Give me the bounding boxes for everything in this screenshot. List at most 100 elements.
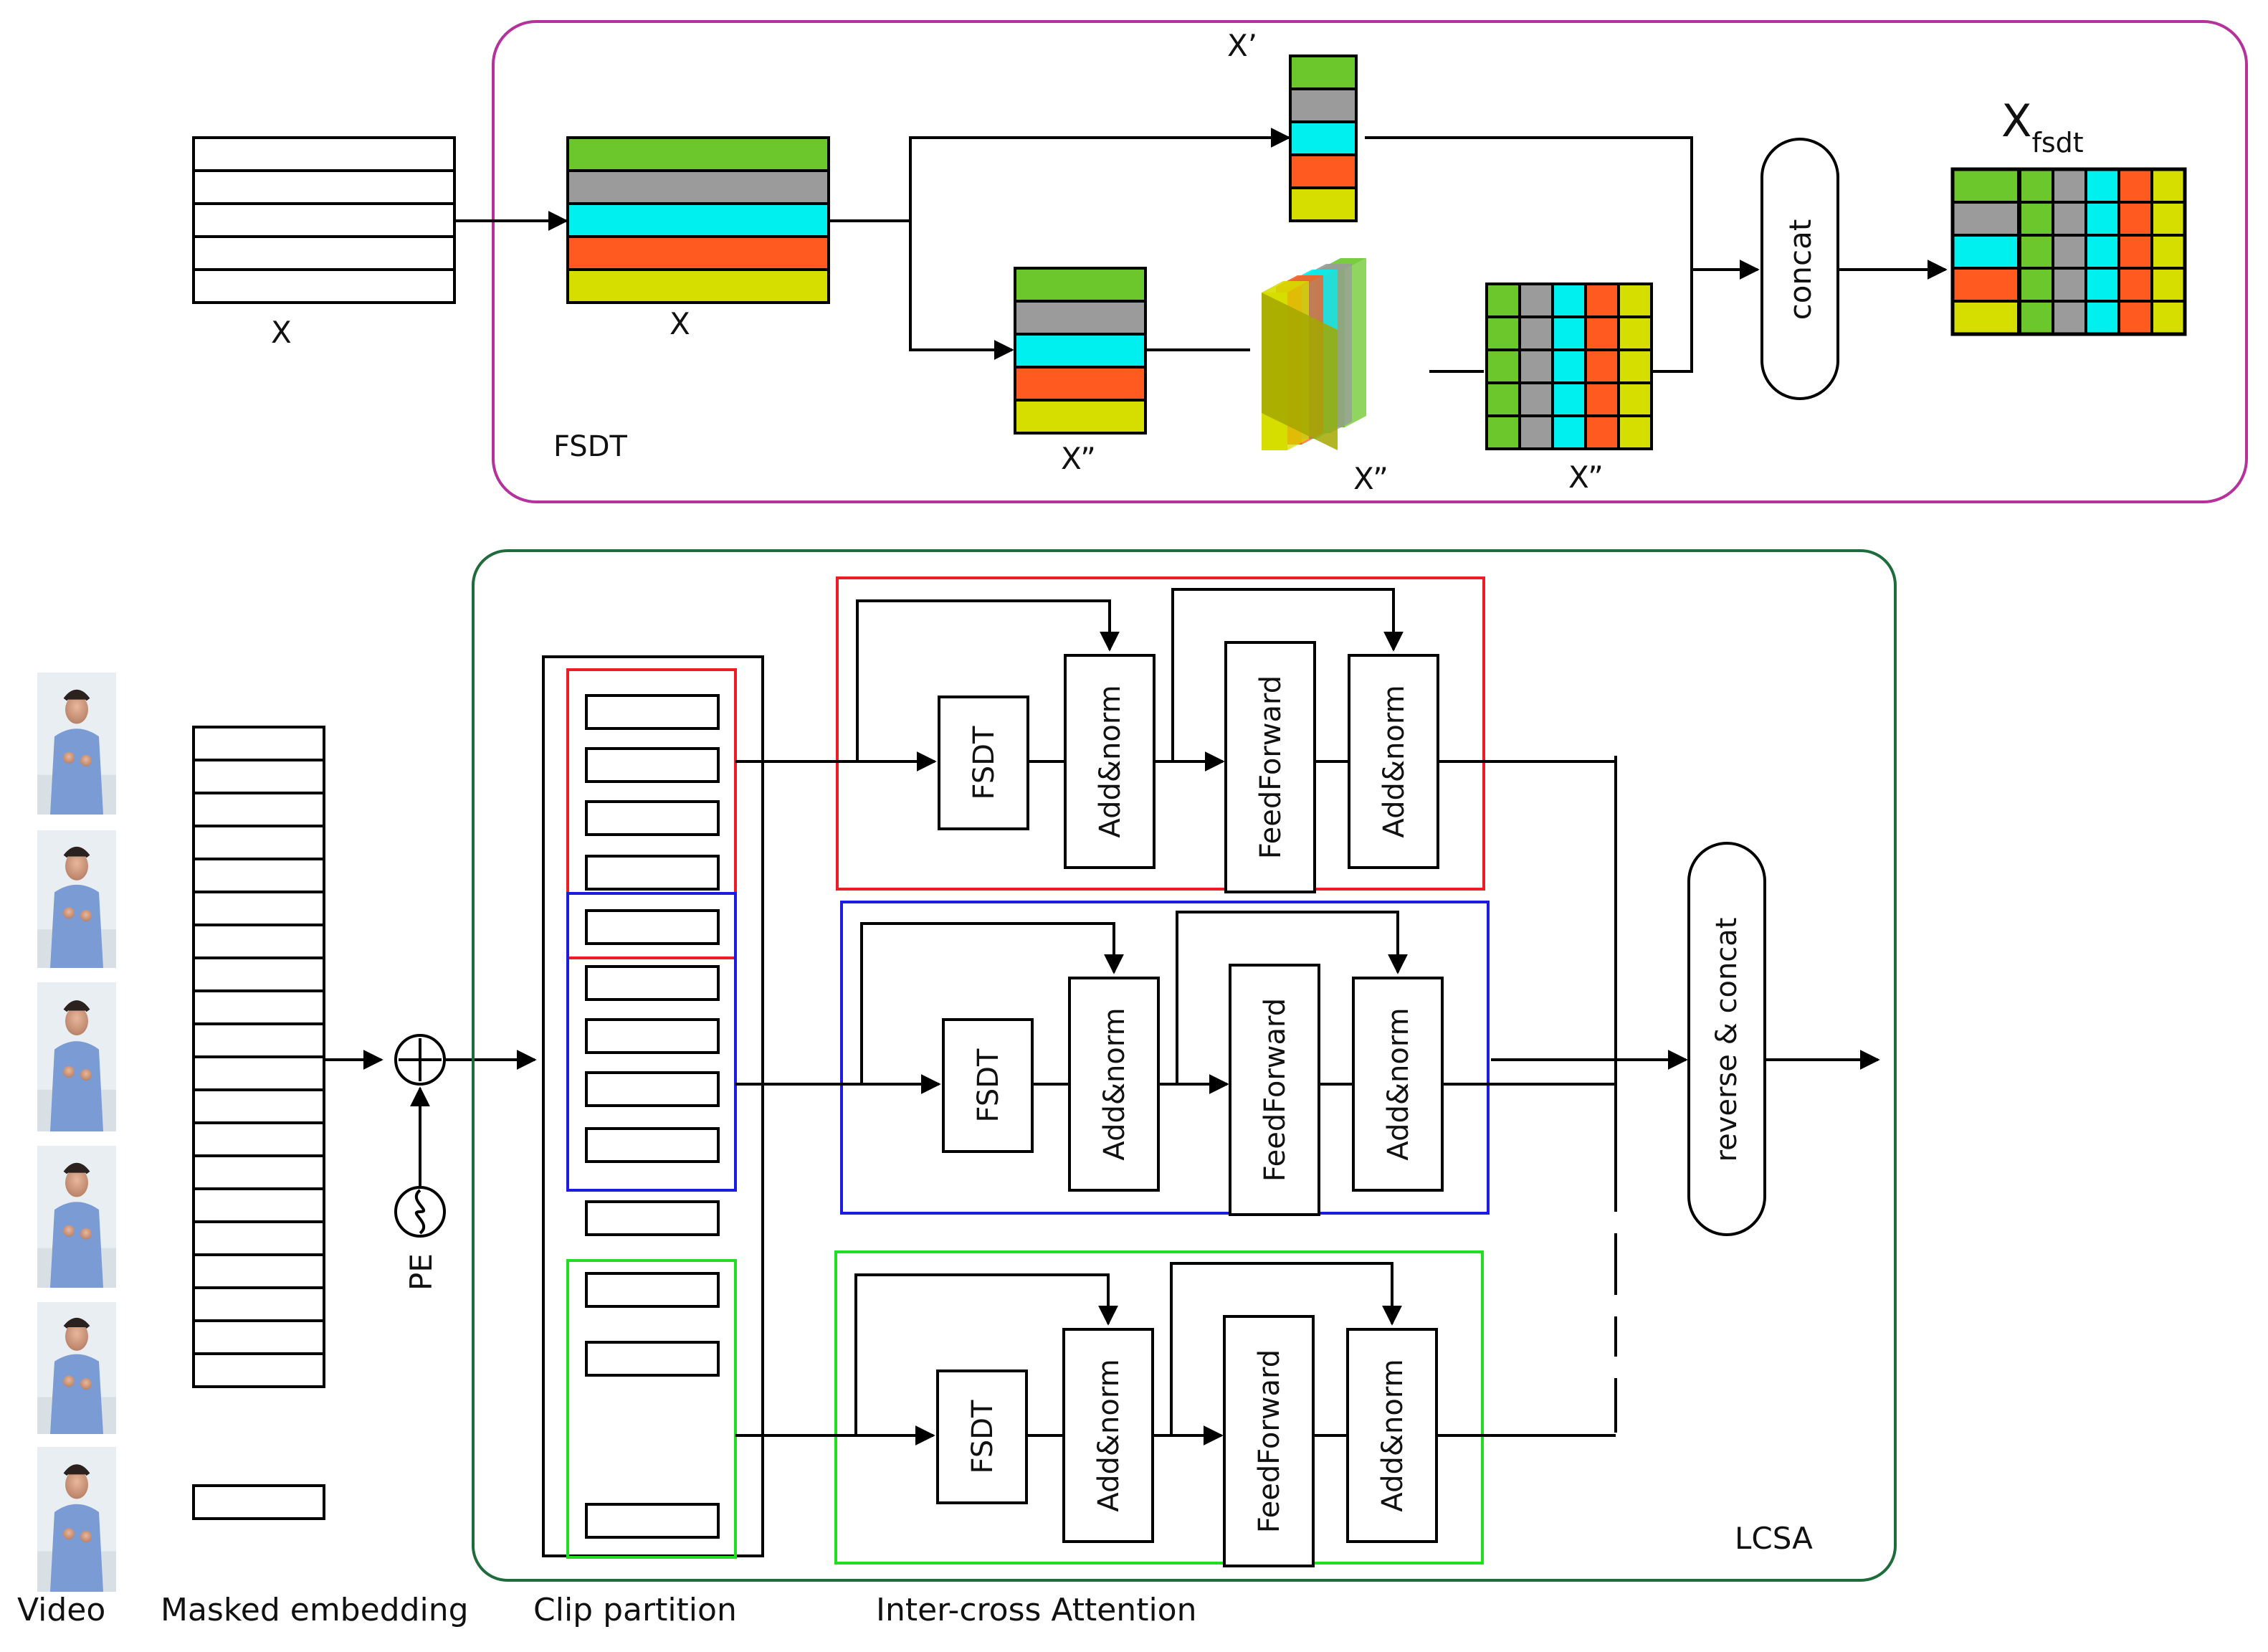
grid-cell bbox=[1518, 381, 1554, 417]
grid-cell bbox=[1617, 348, 1653, 384]
video-frame bbox=[37, 1146, 116, 1288]
frame-hand bbox=[63, 1225, 75, 1237]
fsdt-block bbox=[938, 696, 1029, 830]
frame-hand bbox=[63, 1528, 75, 1540]
clip-token bbox=[585, 1200, 720, 1236]
frame-hand bbox=[63, 1375, 75, 1387]
masked-embedding-label: Masked embedding bbox=[161, 1592, 469, 1628]
frame-hand bbox=[80, 1068, 92, 1081]
x-fsdt-cell bbox=[2117, 234, 2153, 270]
fsdt-label: FSDT bbox=[966, 1400, 999, 1473]
add-norm-2-label: Add&norm bbox=[1376, 1359, 1409, 1511]
grid-cell bbox=[1584, 414, 1620, 450]
clip-partition-label: Clip partition bbox=[533, 1592, 737, 1628]
x-dprime-grid-label: X” bbox=[1568, 460, 1604, 495]
clip-token bbox=[585, 800, 720, 836]
input-x-row bbox=[192, 268, 456, 304]
line-grid-to-concat bbox=[1652, 270, 1693, 373]
frame-body bbox=[50, 1202, 103, 1288]
input-x-row bbox=[192, 136, 456, 172]
frame-head bbox=[65, 1470, 88, 1499]
branch-box-blue bbox=[840, 901, 1490, 1215]
embedding-row bbox=[192, 726, 325, 761]
grid-cell bbox=[1551, 414, 1587, 450]
x-dprime-grid bbox=[1485, 283, 1653, 450]
split-x-band bbox=[566, 268, 830, 304]
grid-cell bbox=[1518, 315, 1554, 351]
pe-label: PE bbox=[404, 1253, 439, 1291]
frame-hair bbox=[63, 1317, 90, 1329]
feedforward-block bbox=[1229, 964, 1320, 1216]
embedding-row bbox=[192, 1154, 325, 1190]
branch-box-red bbox=[836, 576, 1485, 891]
frame-hand bbox=[80, 1378, 92, 1390]
frame-hair bbox=[63, 846, 90, 858]
x-fsdt-cell bbox=[2019, 234, 2054, 270]
x-fsdt-row bbox=[1951, 168, 2020, 204]
embedding-row bbox=[192, 1352, 325, 1388]
frame-head bbox=[65, 1168, 88, 1197]
reverse-concat-label: reverse & concat bbox=[1710, 918, 1743, 1162]
add-norm-2-block bbox=[1352, 977, 1444, 1192]
x-fsdt-cell bbox=[2052, 201, 2087, 237]
embedding-row bbox=[192, 1055, 325, 1091]
masked-embedding-stack bbox=[192, 726, 325, 1520]
fsdt-block bbox=[936, 1369, 1028, 1504]
grid-cell bbox=[1551, 283, 1587, 318]
frame-hair bbox=[63, 1000, 90, 1012]
grid-cell bbox=[1584, 315, 1620, 351]
x-fsdt-row bbox=[1951, 300, 2020, 336]
clip-token bbox=[585, 747, 720, 783]
grid-cell bbox=[1551, 315, 1587, 351]
grid-cell bbox=[1485, 315, 1521, 351]
input-x-row bbox=[192, 169, 456, 205]
clip-group-red bbox=[566, 668, 737, 959]
grid-cell bbox=[1485, 414, 1521, 450]
add-norm-2-block bbox=[1346, 1328, 1438, 1543]
clip-token bbox=[585, 855, 720, 891]
frame-hand bbox=[63, 1065, 75, 1078]
embedding-row bbox=[192, 924, 325, 959]
lcsa-panel-label: LCSA bbox=[1735, 1521, 1813, 1556]
embedding-row bbox=[192, 792, 325, 827]
x-fsdt-cell bbox=[2117, 267, 2153, 303]
clip-token bbox=[585, 1018, 720, 1054]
x-fsdt-row bbox=[1951, 234, 2020, 270]
slice-shade bbox=[1262, 293, 1338, 450]
x-fsdt-border bbox=[1950, 167, 2187, 336]
x-dprime-band bbox=[1014, 399, 1147, 435]
frame-hair bbox=[63, 1162, 90, 1174]
colored-x-stack bbox=[566, 136, 830, 304]
frame-hand bbox=[80, 910, 92, 922]
x-fsdt-cell bbox=[2084, 300, 2120, 336]
x-fsdt-cell bbox=[2019, 201, 2054, 237]
split-x-label: X bbox=[670, 306, 690, 341]
clip-token bbox=[585, 1071, 720, 1107]
x-fsdt-cell bbox=[2084, 168, 2120, 204]
grid-cell bbox=[1518, 348, 1554, 384]
video-label: Video bbox=[17, 1592, 105, 1628]
residual-1 bbox=[854, 1273, 1118, 1435]
frame-body bbox=[50, 728, 103, 815]
x-prime-band bbox=[1289, 186, 1358, 222]
x-fsdt-cell bbox=[2150, 168, 2186, 204]
embedding-row bbox=[192, 1286, 325, 1322]
frame-body bbox=[50, 1041, 103, 1131]
split-x-band bbox=[566, 169, 830, 205]
clip-tokens bbox=[585, 694, 720, 1539]
reverse-concat-block bbox=[1687, 842, 1766, 1236]
split-x-band bbox=[566, 202, 830, 238]
add-positional-encoding bbox=[394, 1034, 446, 1086]
split-x-band bbox=[566, 136, 830, 172]
residual-2 bbox=[1170, 1262, 1402, 1435]
grid-cell bbox=[1617, 414, 1653, 450]
x-fsdt-cell bbox=[2150, 300, 2186, 336]
inter-cross-attention-label: Inter-cross Attention bbox=[876, 1592, 1196, 1628]
frame-head bbox=[65, 851, 88, 880]
frame-body bbox=[50, 884, 103, 968]
frame-hand bbox=[63, 751, 75, 764]
x-dprime-3d-slices bbox=[1262, 258, 1366, 450]
add-norm-1-label: Add&norm bbox=[1092, 1359, 1125, 1511]
